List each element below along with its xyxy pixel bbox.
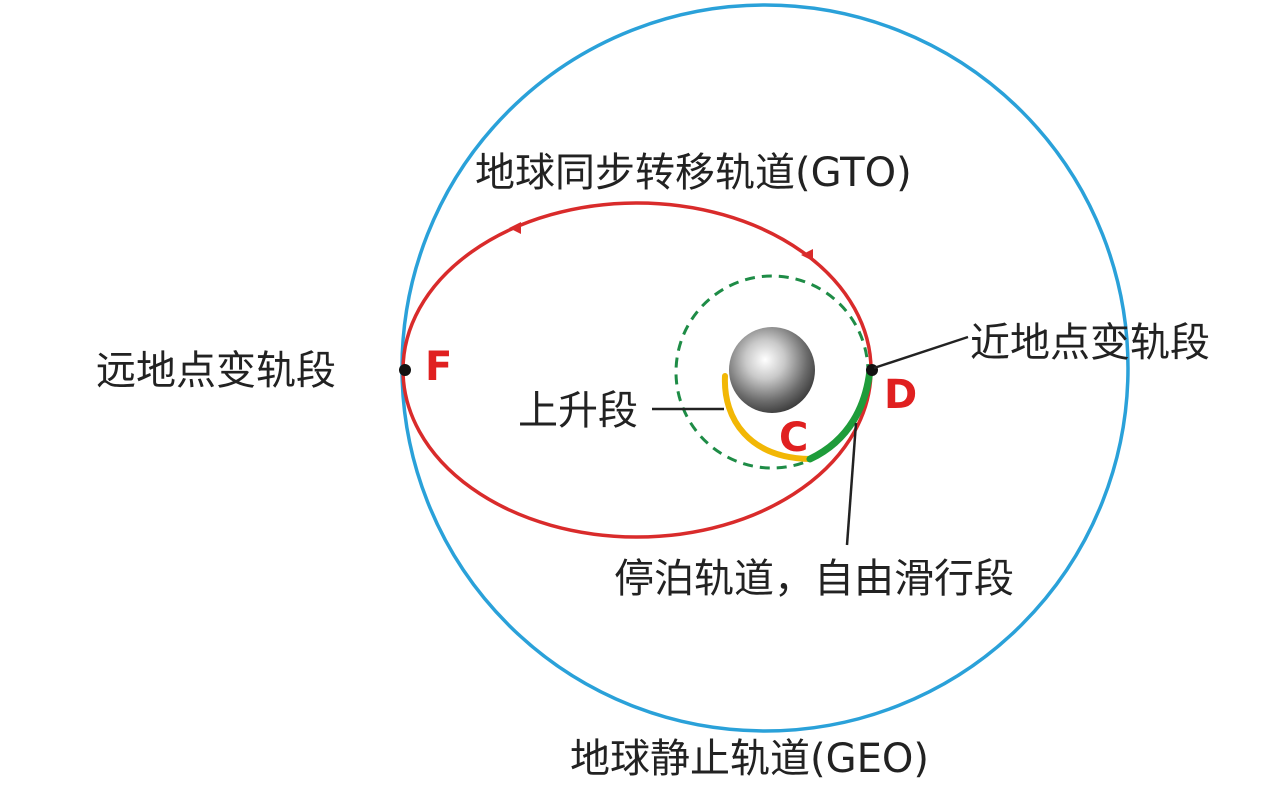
apogee-point (399, 364, 411, 376)
parking-label: 停泊轨道，自由滑行段 (614, 556, 1014, 602)
point-d-label: D (884, 372, 917, 418)
gto-direction-arrow (509, 222, 521, 234)
ascent-label: 上升段 (518, 388, 638, 434)
gto-label: 地球同步转移轨道(GTO) (475, 150, 912, 196)
point-c-label: C (779, 415, 808, 461)
perigee-burn-label: 近地点变轨段 (970, 320, 1210, 366)
point-f-label: F (425, 344, 452, 390)
gto-direction-arrow (801, 249, 813, 261)
parking-leader-line (845, 422, 858, 546)
earth (729, 327, 815, 413)
ascent-arc (721, 373, 813, 462)
perigee-leader-line (873, 335, 969, 370)
apogee-burn-label: 远地点变轨段 (96, 348, 336, 394)
geo-label: 地球静止轨道(GEO) (570, 736, 929, 782)
perigee-point (866, 364, 878, 376)
coast-arc (806, 366, 874, 463)
